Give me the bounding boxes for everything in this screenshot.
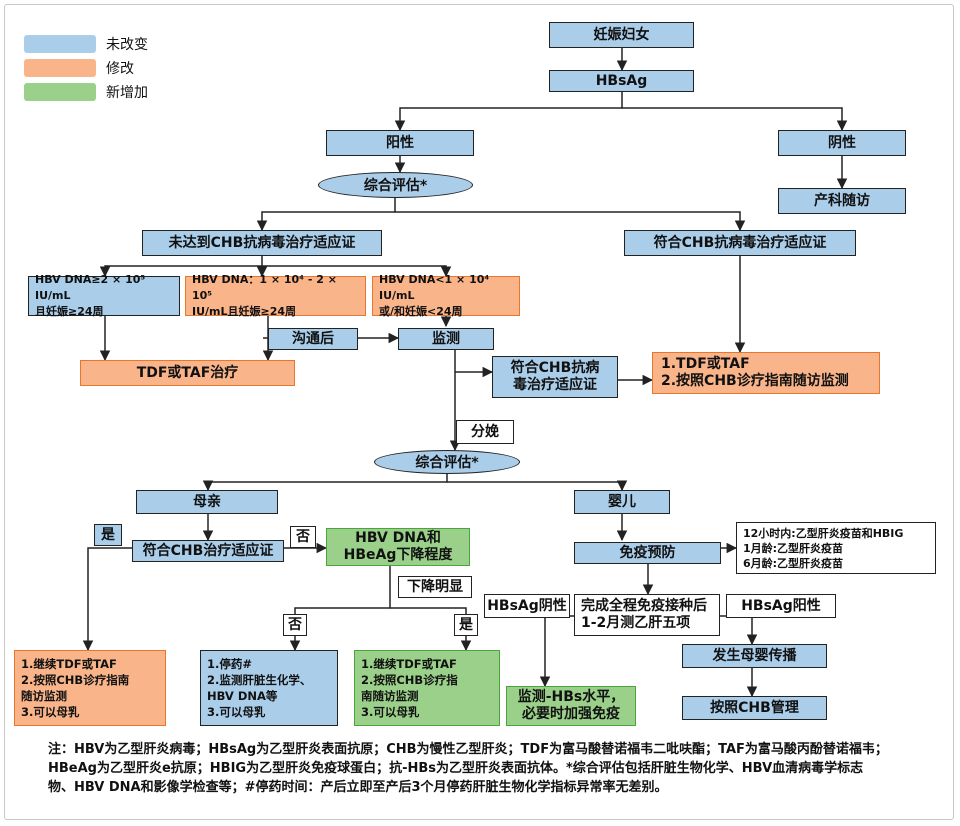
node-hbsag: HBsAg	[549, 70, 694, 92]
label-no-1: 否	[290, 526, 316, 548]
arrow-eval2-mother	[202, 472, 448, 492]
node-obstetric-followup: 产科随访	[778, 188, 906, 214]
node-drop-obvious: 下降明显	[398, 576, 472, 598]
arrow-complete-hbsag-neg	[539, 615, 574, 688]
label-yes-1: 是	[94, 524, 122, 546]
legend-label: 未改变	[106, 37, 148, 53]
legend-swatch	[24, 83, 96, 101]
node-chb-management: 按照CHB管理	[682, 696, 827, 720]
footnote: 注：HBV为乙型肝炎病毒；HBsAg为乙型肝炎表面抗原；CHB为慢性乙型肝炎；T…	[48, 742, 888, 795]
arrow-yes-mother-yes	[82, 547, 132, 652]
node-hbsag-positive: HBsAg阳性	[726, 594, 836, 618]
node-delivery: 分娩	[456, 420, 514, 444]
legend-item-unchanged: 未改变	[24, 34, 148, 54]
node-mtct: 发生母婴传播	[682, 644, 827, 668]
node-tdf-followup: 1.TDF或TAF 2.按照CHB诊疗指南随访监测	[652, 352, 880, 394]
node-immunization: 免疫预防	[574, 542, 721, 564]
arrow-drop-no	[289, 566, 391, 652]
arrow-hbsag-negative	[622, 107, 848, 132]
arrow-to-dna-high	[99, 256, 263, 278]
legend-item-modified: 修改	[24, 58, 134, 78]
arrow-eval2-infant	[447, 480, 628, 492]
node-dna-high: HBV DNA≥2 × 10⁵ IU/mL 且妊娠≥24周	[28, 273, 180, 318]
node-complete-vaccination: 完成全程免疫接种后 1-2月测乙肝五项	[574, 594, 720, 636]
arrow-complete-hbsag-pos	[720, 615, 758, 646]
node-dna-low: HBV DNA<1 × 10⁴ IU/mL 或/和妊娠<24周	[372, 273, 520, 318]
node-mother-continue: 1.继续TDF或TAF 2.按照CHB诊疗指南 随访监测 3.可以母乳	[14, 650, 166, 726]
node-after-communication: 沟通后	[268, 328, 358, 350]
arrow-eval-indicated	[395, 211, 746, 232]
label-yes-2: 是	[454, 614, 478, 636]
node-negative: 阴性	[778, 130, 906, 156]
node-eval-1: 综合评估*	[318, 172, 473, 198]
figure-frame	[4, 4, 954, 820]
label-no-2: 否	[283, 614, 307, 636]
node-mother: 母亲	[136, 490, 278, 514]
legend-label: 新增加	[106, 85, 148, 101]
node-tdf-taf-treatment: TDF或TAF治疗	[80, 360, 295, 386]
arrow-eval-not-indicated	[256, 198, 396, 232]
arrow-drop-yes	[390, 607, 472, 652]
node-dna-mid: HBV DNA：1 × 10⁴ - 2 × 10⁵ IU/mL且妊娠≥24周	[185, 273, 366, 318]
node-pregnant-women: 妊娠妇女	[549, 22, 694, 48]
node-dna-hbeag-decline: HBV DNA和 HBeAg下降程度	[326, 528, 470, 566]
node-hbsag-negative: HBsAg阴性	[484, 594, 570, 618]
node-indicated: 符合CHB抗病毒治疗适应证	[624, 230, 856, 256]
legend-swatch	[24, 35, 96, 53]
node-stop-drug: 1.停药# 2.监测肝脏生化学、 HBV DNA等 3.可以母乳	[200, 650, 338, 726]
node-infant: 婴儿	[574, 490, 670, 514]
node-continue-drug: 1.继续TDF或TAF 2.按照CHB诊疗指 南随访监测 3.可以母乳	[354, 650, 500, 726]
legend-item-added: 新增加	[24, 82, 148, 102]
arrow-hbsag-positive	[394, 88, 623, 132]
node-vaccine-schedule: 12小时内:乙型肝炎疫苗和HBIG 1月龄:乙型肝炎疫苗 6月龄:乙型肝炎疫苗	[736, 522, 936, 574]
node-meets-treatment: 符合CHB治疗适应证	[132, 540, 284, 562]
arrow-to-dna-low	[262, 265, 452, 278]
legend-swatch	[24, 59, 96, 77]
node-monitor: 监测	[398, 328, 494, 350]
node-meets-chb: 符合CHB抗病 毒治疗适应证	[492, 356, 618, 398]
node-not-indicated: 未达到CHB抗病毒治疗适应证	[142, 230, 382, 256]
legend-label: 修改	[106, 61, 134, 77]
node-eval-2: 综合评估*	[374, 450, 520, 474]
node-positive: 阳性	[326, 130, 474, 156]
node-monitor-antihbs: 监测-HBs水平， 必要时加强免疫	[506, 686, 636, 726]
